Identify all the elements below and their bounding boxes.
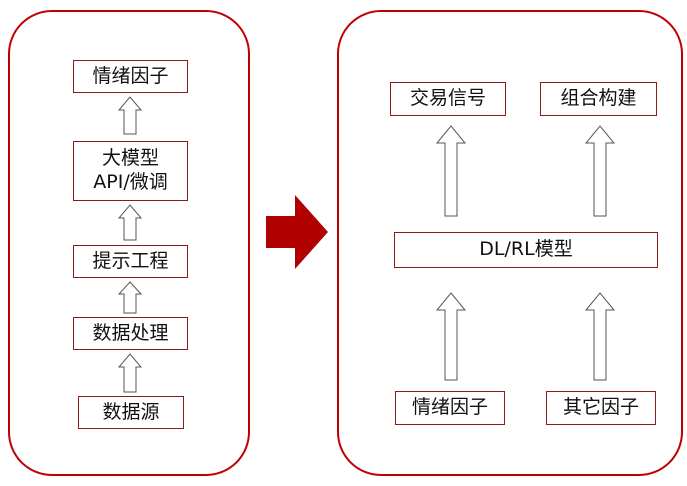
up-arrow-icon [435, 292, 467, 381]
box-label-line1: 大模型 [101, 147, 159, 170]
box-label: DL/RL模型 [479, 238, 573, 261]
box-trading-signal: 交易信号 [390, 82, 506, 116]
big-right-arrow-icon [266, 195, 328, 269]
box-label: 情绪因子 [411, 396, 488, 419]
box-label-line2: API/微调 [93, 171, 168, 193]
up-arrow-icon [117, 96, 143, 135]
box-data-processing: 数据处理 [73, 317, 188, 350]
box-prompt-engineering: 提示工程 [73, 245, 188, 278]
up-arrow-icon [435, 125, 467, 217]
up-arrow-icon [584, 125, 616, 217]
box-dl-rl-model: DL/RL模型 [394, 232, 658, 268]
up-arrow-icon [117, 204, 143, 241]
box-label: 数据处理 [92, 321, 169, 344]
box-llm-api-finetune: 大模型 API/微调 [73, 141, 188, 201]
box-sentiment-factor-left: 情绪因子 [73, 60, 188, 93]
box-data-source: 数据源 [78, 396, 184, 429]
box-sentiment-factor-right: 情绪因子 [395, 391, 505, 425]
box-label: 其它因子 [562, 396, 639, 419]
box-other-factors: 其它因子 [546, 391, 656, 425]
up-arrow-icon [117, 353, 143, 393]
up-arrow-icon [117, 281, 143, 314]
box-label: 数据源 [102, 400, 160, 423]
box-label: 交易信号 [409, 87, 486, 110]
box-label: 情绪因子 [92, 64, 169, 87]
box-label: 提示工程 [92, 249, 169, 272]
box-portfolio-construction: 组合构建 [540, 82, 657, 116]
up-arrow-icon [584, 292, 616, 381]
box-label: 组合构建 [560, 87, 637, 110]
